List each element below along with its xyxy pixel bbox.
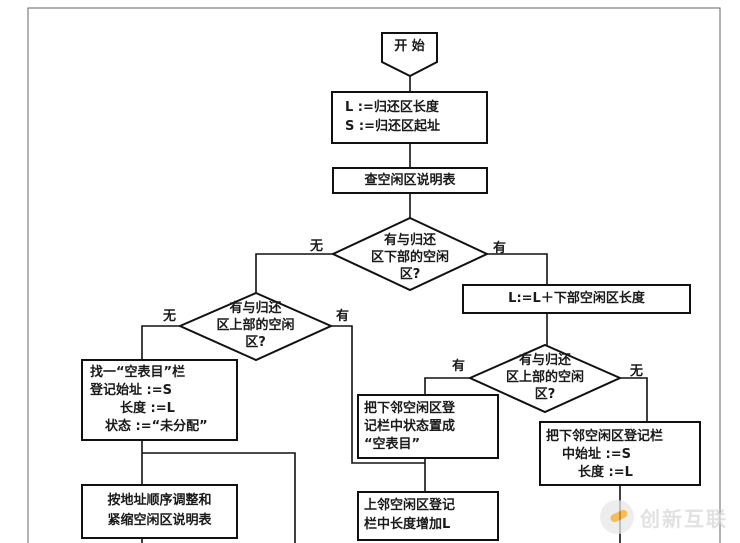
label-yes: 有: [336, 309, 350, 324]
decision-lower-line2: 区下部的空闲: [370, 250, 449, 265]
frame-border: [27, 7, 721, 543]
label-yes: 有: [452, 359, 466, 374]
label-no: 无: [310, 239, 324, 254]
update-lower-line2: 中始址 :=S: [562, 447, 631, 462]
sort-compact-line2: 紧缩空闲区说明表: [107, 513, 212, 528]
decision-upper-left-line2: 区上部的空闲: [216, 318, 295, 333]
sort-compact-line1: 按地址顺序调整和: [107, 493, 212, 508]
decision-upper-left-line1: 有与归还: [229, 301, 282, 316]
increase-upper-line1: 上邻空闲区登记: [364, 498, 456, 513]
decision-upper-left-line3: 区?: [245, 335, 266, 350]
find-entry-line3: 长度 :=L: [120, 401, 175, 416]
assign-length: L :=归还区长度: [345, 100, 439, 115]
watermark-text: 创新互联: [640, 506, 728, 531]
decision-upper-right-line1: 有与归还: [518, 353, 571, 368]
set-empty-line1: 把下邻空闲区登: [364, 401, 456, 416]
increase-upper-line2: 栏中长度增加L: [364, 517, 451, 532]
assign-start: S :=归还区起址: [345, 119, 440, 134]
update-lower-line1: 把下邻空闲区登记栏: [546, 429, 664, 444]
find-entry-line2: 登记始址 :=S: [90, 383, 172, 398]
add-lower-length: L:=L＋下部空闲区长度: [508, 291, 645, 306]
find-entry-line1: 找一“空表目”栏: [90, 365, 186, 380]
start-label: 开 始: [394, 39, 425, 54]
label-no: 无: [630, 364, 644, 379]
decision-upper-right-line3: 区?: [534, 387, 556, 402]
decision-lower-line3: 区?: [399, 267, 421, 282]
set-empty-line2: 记栏中状态置成: [364, 419, 456, 434]
check-table: 查空闲区说明表: [364, 173, 456, 188]
watermark-logo-icon: [600, 500, 634, 534]
start-shape: [381, 32, 438, 78]
set-empty-line3: “空表目”: [364, 437, 421, 452]
label-yes: 有: [493, 241, 507, 256]
decision-lower-line1: 有与归还: [383, 233, 436, 248]
decision-lower-shape: [330, 216, 490, 292]
decision-upper-right-line2: 区上部的空闲: [505, 370, 584, 385]
label-no: 无: [163, 309, 177, 324]
watermark: 创新互联: [600, 500, 728, 534]
find-entry-line4: 状态 :=“未分配”: [105, 419, 208, 434]
update-lower-line3: 长度 :=L: [578, 465, 633, 480]
